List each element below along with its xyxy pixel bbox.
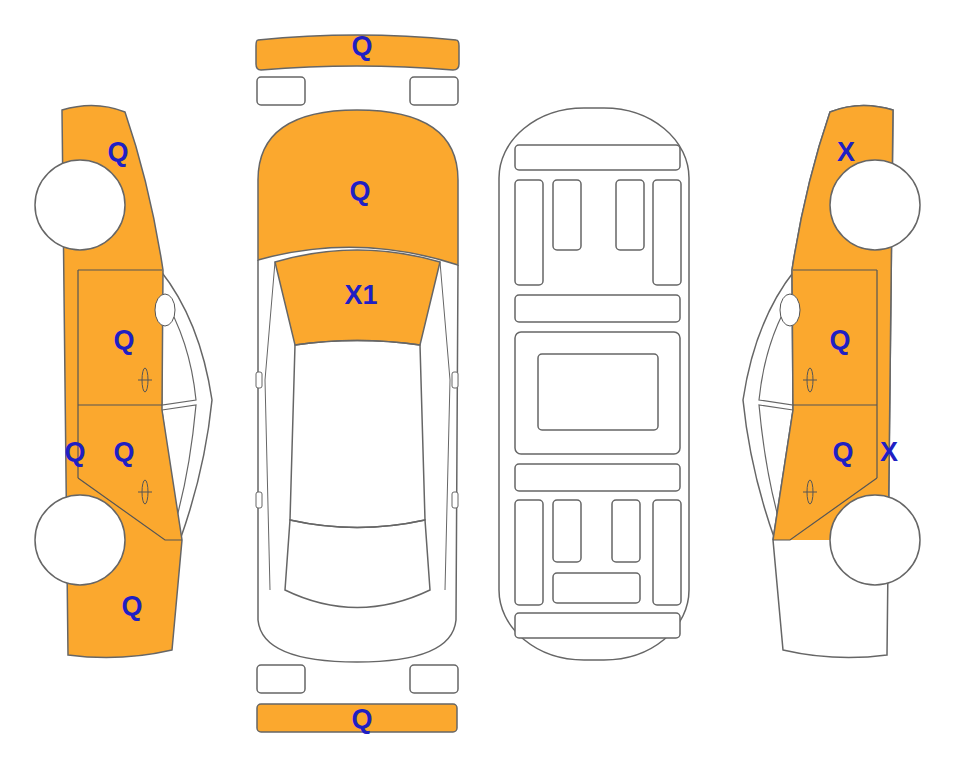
damage-code: Q [829, 327, 850, 354]
damage-code: Q [351, 706, 372, 733]
damage-code: Q [351, 33, 372, 60]
damage-code: X1 [344, 282, 377, 309]
right-side-details [773, 160, 920, 585]
top-view [256, 35, 459, 732]
damage-code: X [837, 139, 855, 166]
damage-code: Q [121, 593, 142, 620]
left-side-view [35, 105, 212, 657]
underside-view [499, 108, 689, 660]
damage-code: Q [107, 139, 128, 166]
damage-code: X [880, 439, 898, 466]
damage-code: Q [349, 178, 370, 205]
damage-code: Q [64, 439, 85, 466]
damage-code: Q [113, 439, 134, 466]
damage-code: Q [832, 439, 853, 466]
damage-code: Q [113, 327, 134, 354]
